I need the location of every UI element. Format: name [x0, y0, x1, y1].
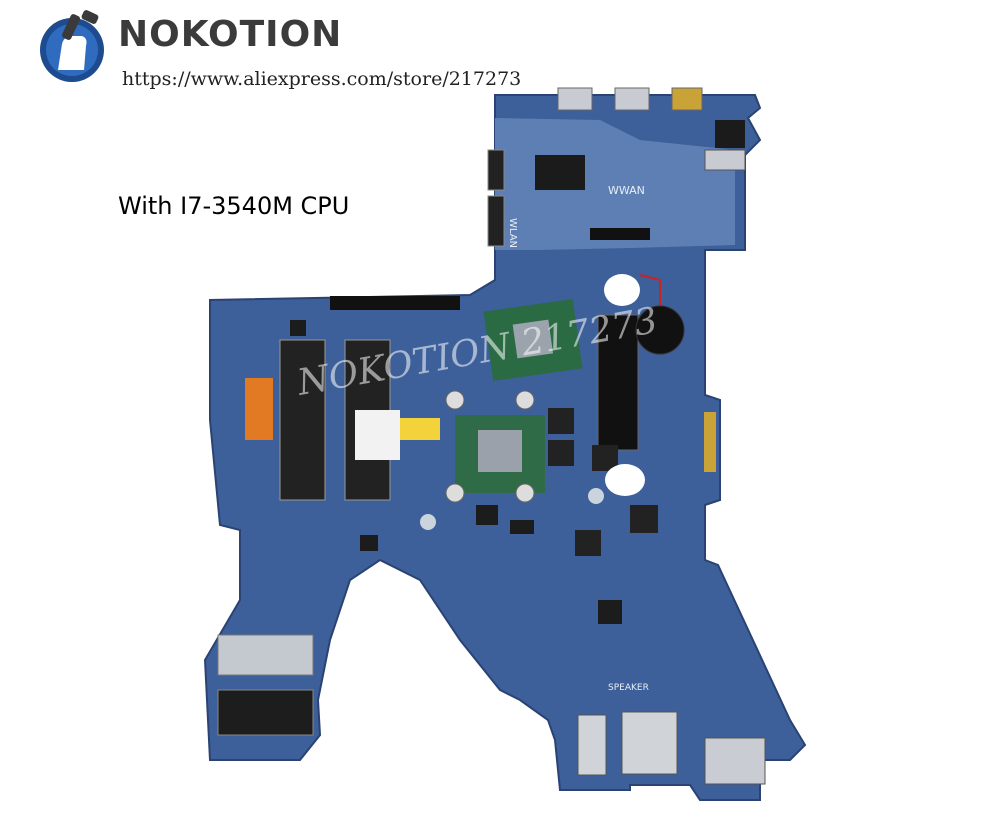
docking-connector: [597, 314, 639, 451]
board-cutout: [605, 464, 645, 496]
mount-hole: [445, 483, 465, 503]
audio-jack: [577, 714, 607, 776]
capacitor: [588, 488, 604, 504]
m2-connector: [590, 228, 650, 240]
ethernet-port: [704, 149, 746, 171]
pch-die: [512, 319, 554, 359]
capacitor: [420, 514, 436, 530]
sata-connector: [330, 296, 460, 310]
thermal-pad: [535, 155, 585, 190]
logo-icon: [40, 10, 104, 82]
orange-sticker: [245, 378, 273, 440]
wwan-slot: [487, 195, 505, 247]
mount-hole: [445, 390, 465, 410]
ic-chip: [510, 520, 534, 534]
store-url: https://www.aliexpress.com/store/217273: [122, 68, 522, 90]
mount-hole: [515, 483, 535, 503]
ic-chip: [598, 600, 622, 624]
inductor: [592, 445, 618, 471]
brand-name: NOKOTION: [118, 14, 343, 55]
inductor: [630, 505, 658, 533]
inductor: [575, 530, 601, 556]
cmos-battery: [635, 305, 685, 355]
card-reader-shield: [217, 634, 314, 676]
inductor: [548, 408, 574, 434]
battery-connector: [704, 412, 716, 472]
usb-port-3: [621, 711, 678, 775]
inductor: [548, 440, 574, 466]
ram-slot-1: [279, 339, 326, 501]
mount-hole: [515, 390, 535, 410]
ram-label-sticker: [355, 410, 400, 460]
vga-port: [704, 737, 766, 785]
wireless-card-area: [495, 118, 735, 250]
board-cutout: [604, 274, 640, 306]
wlan-label: WLAN: [507, 218, 518, 248]
hdmi-port: [671, 87, 703, 111]
yellow-sticker: [400, 418, 440, 440]
ic-chip: [290, 320, 306, 336]
ic-chip: [360, 535, 378, 551]
speaker-label: SPEAKER: [608, 683, 649, 693]
cpu-caption: With I7-3540M CPU: [118, 192, 350, 220]
usb-port-2: [614, 87, 650, 111]
wwan-label: WWAN: [608, 184, 645, 197]
usb-port-1: [557, 87, 593, 111]
wlan-slot: [487, 149, 505, 191]
cpu-die: [478, 430, 522, 472]
card-reader-slot: [217, 689, 314, 736]
lan-chip: [715, 120, 745, 148]
ic-chip: [476, 505, 498, 525]
